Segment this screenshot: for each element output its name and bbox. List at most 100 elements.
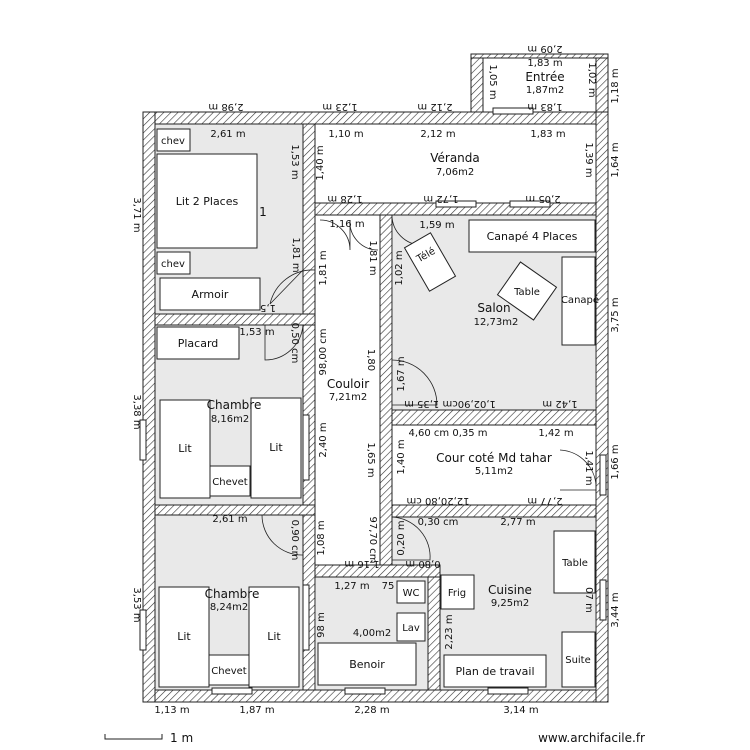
dim: 1,02 m [394,250,405,285]
dim: 1,67 m [396,356,407,391]
couloir-area: 7,21m2 [329,392,367,403]
fridge [440,574,475,610]
dim: 3,71 m [131,197,142,232]
walls [142,53,609,703]
sink [396,612,426,642]
dim: 98 m [316,612,327,638]
dim: 75 [382,581,395,592]
suite-label: Suite [565,655,591,666]
veranda-area: 7,06m2 [436,167,474,178]
closet-label: Placard [178,337,219,350]
dim: 3,14 m [503,705,538,716]
sofa-4-seats-label: Canapé 4 Places [487,230,578,243]
dim: 2,98 m [208,101,243,112]
dim: 2,77 m [500,517,535,528]
dim: 1,27 m [334,581,369,592]
chev-bottom [156,251,191,275]
dim: 98,00 cm [318,328,329,375]
salon-name: Salon [477,301,510,315]
wc-label: WC [403,588,420,599]
bed-2b-label: Lit [267,630,281,643]
dim: 1,02 m [586,62,597,97]
dim: 1,87 m [239,705,274,716]
dim: 1,42 m [542,398,577,409]
room-labels: Entrée 1,87m2 Véranda 7,06m2 Salon 12,73… [205,70,565,639]
chev-bottom-label: chev [161,259,185,270]
dim: 2,09 m [527,43,562,54]
dim: 1,5 [260,302,276,313]
bed-1a [159,399,211,499]
dim: 2,61 m [210,129,245,140]
dim: 2,23 m [444,614,455,649]
suite-cabinet [561,631,596,688]
cour-area: 5,11m2 [475,466,513,477]
sink-label: Lav [402,623,420,634]
dim: 2,12 m [417,101,452,112]
fridge-label: Frig [448,588,466,599]
bain-area: 4,00m2 [353,628,391,639]
dim: 1,02,90cm 1,35 m [404,398,496,409]
nightstand-1-label: Chevet [212,477,248,488]
dim: 2,77 m [527,495,562,506]
dim: 1,53 m [239,327,274,338]
bathtub [317,642,417,686]
doors [261,214,597,561]
wardrobe [159,277,261,311]
scale-bar: 1 m [104,731,193,745]
dim: 0,50 cm [289,323,300,364]
chev-top-label: chev [161,136,185,147]
dim: 12,20,80 cm [407,495,470,506]
entree-name: Entrée [525,70,564,84]
entree-area: 1,87m2 [526,85,564,96]
dim: 3,38 m [131,394,142,429]
sofa-label: Canapé [561,294,599,306]
dim: 1,66 m [610,444,621,479]
dim: 1,23 m [322,101,357,112]
dim: 0,80 m [405,558,440,569]
dim: 1,41 m [583,450,594,485]
worktop-label: Plan de travail [455,665,534,678]
dim: 1,72 m [423,193,458,204]
cour-name: Cour coté Md tahar [436,451,552,465]
sofa-4-seats [468,219,596,253]
chev-top [156,128,191,152]
salon-area: 12,73m2 [474,317,519,328]
dim: 3,75 m [610,297,621,332]
dim: 2,40 m [318,422,329,457]
chambre2-name: Chambre [205,587,260,601]
dim: 1,80 [365,349,376,371]
kitchen-table [553,530,596,594]
dim: 0,20 m [396,520,407,555]
nightstand-2-label: Chevet [211,666,247,677]
dim: 0,30 cm [418,517,459,528]
veranda-name: Véranda [430,151,480,165]
dim: 0,90 cm [289,520,300,561]
dim: 1,81 m [318,250,329,285]
nightstand-2 [208,654,250,686]
dim: 1,83 m [527,58,562,69]
bed-2b [248,586,300,688]
dim: 1,13 m [154,705,189,716]
bed-double [156,153,258,249]
dim: 1,83 m [530,129,565,140]
bed-2a-label: Lit [177,630,191,643]
cuisine-area: 9,25m2 [491,598,529,609]
dim: 2,61 m [212,514,247,525]
dim: 3,44 m [610,592,621,627]
dim: 1,40 m [315,145,326,180]
dim: 97,70 cm [367,516,378,563]
worktop [443,654,547,688]
dim: 2,05 m [525,193,560,204]
dim: 3,53 m [131,587,142,622]
closet [156,326,240,360]
cuisine-name: Cuisine [488,583,532,597]
wardrobe-label: Armoir [192,288,229,301]
tv [403,232,457,292]
bed-1b [250,397,302,499]
dim: 07 m [583,587,594,613]
dim: 1,28 m [327,193,362,204]
dim: 1,81 m [290,237,301,272]
dim: 1,10 m [328,129,363,140]
coffee-table-label: Table [513,287,540,298]
